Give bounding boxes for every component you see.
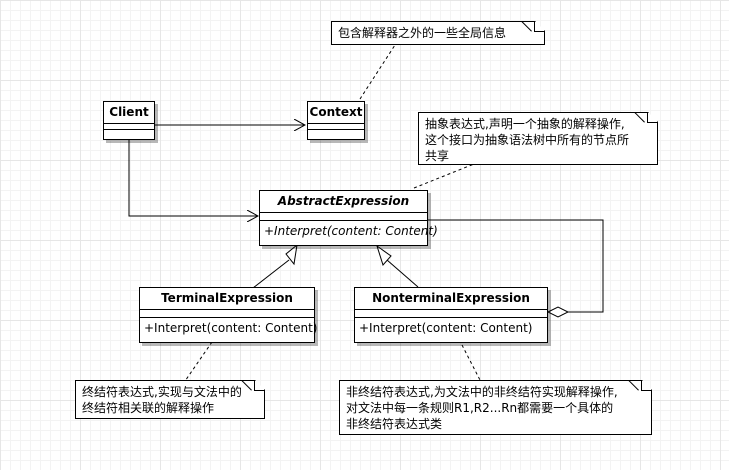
nonterminal-expression-note[interactable]: 非终结符表达式,为文法中的非终结符实现解释操作, 对文法中每一条规则R1,R2.… <box>339 380 652 435</box>
client-class-operations <box>104 130 154 135</box>
context-note-line: 包含解释器之外的一些全局信息 <box>338 26 507 40</box>
terminal-note-anchor <box>182 341 213 385</box>
aggregation-diamond <box>546 306 570 318</box>
nonterminal-note-line-3: 非终结符表达式类 <box>346 417 443 431</box>
terminal-generalization-head <box>285 243 298 266</box>
abstract-note-line-1: 抽象表达式,声明一个抽象的解释操作, <box>425 117 625 131</box>
abstract-expression-class[interactable]: AbstractExpression +Interpret(content: C… <box>259 190 438 246</box>
abstract-note-anchor <box>413 163 475 189</box>
note-fold-icon <box>534 22 544 32</box>
abstract-expression-class-name: AbstractExpression <box>260 191 427 213</box>
nonterminal-generalization-head <box>376 244 392 266</box>
abstract-expression-attributes <box>260 213 427 221</box>
terminal-expression-attributes <box>140 310 314 318</box>
nonterminal-note-line-1: 非终结符表达式,为文法中的非终结符实现解释操作, <box>346 385 618 399</box>
terminal-generalization <box>252 259 290 289</box>
nonterminal-generalization <box>386 259 419 288</box>
nonterminal-expression-class-name: NonterminalExpression <box>355 288 547 310</box>
client-class-attributes <box>104 124 154 130</box>
abstract-expression-operation: +Interpret(content: Content) <box>264 224 438 238</box>
terminal-expression-class[interactable]: TerminalExpression +Interpret(content: C… <box>139 287 318 343</box>
abstract-note-line-2: 这个接口为抽象语法树中所有的节点所 <box>425 133 630 147</box>
terminal-expression-note[interactable]: 终结符表达式,实现与文法中的 终结符相关联的解释操作 <box>75 380 265 419</box>
nonterminal-expression-attributes <box>355 310 547 318</box>
abstract-note-line-3: 共享 <box>425 149 450 163</box>
abstract-expression-note[interactable]: 抽象表达式,声明一个抽象的解释操作, 这个接口为抽象语法树中所有的节点所 共享 <box>418 112 658 165</box>
terminal-note-line-2: 终结符相关联的解释操作 <box>82 401 215 415</box>
context-class-name: Context <box>308 102 364 124</box>
client-class[interactable]: Client <box>103 101 155 140</box>
context-note-anchor <box>359 44 396 100</box>
terminal-expression-class-name: TerminalExpression <box>140 288 314 310</box>
nonterminal-expression-class[interactable]: NonterminalExpression +Interpret(content… <box>354 287 548 343</box>
nonterminal-note-anchor <box>461 344 481 381</box>
context-class-attributes <box>308 124 364 130</box>
note-fold-icon <box>647 113 657 123</box>
nonterminal-note-line-2: 对文法中每一条规则R1,R2...Rn都需要一个具体的 <box>346 401 614 415</box>
note-fold-icon <box>641 381 651 391</box>
terminal-expression-operation: +Interpret(content: Content) <box>144 321 318 335</box>
context-class[interactable]: Context <box>307 101 365 140</box>
aggregation-line <box>428 219 604 313</box>
client-class-name: Client <box>104 102 154 124</box>
context-class-operations <box>308 130 364 135</box>
note-fold-icon <box>254 381 264 391</box>
terminal-note-line-1: 终结符表达式,实现与文法中的 <box>82 385 242 399</box>
context-note[interactable]: 包含解释器之外的一些全局信息 <box>331 21 545 45</box>
client-abstract-association <box>128 140 258 216</box>
nonterminal-expression-operation: +Interpret(content: Content) <box>359 321 533 335</box>
